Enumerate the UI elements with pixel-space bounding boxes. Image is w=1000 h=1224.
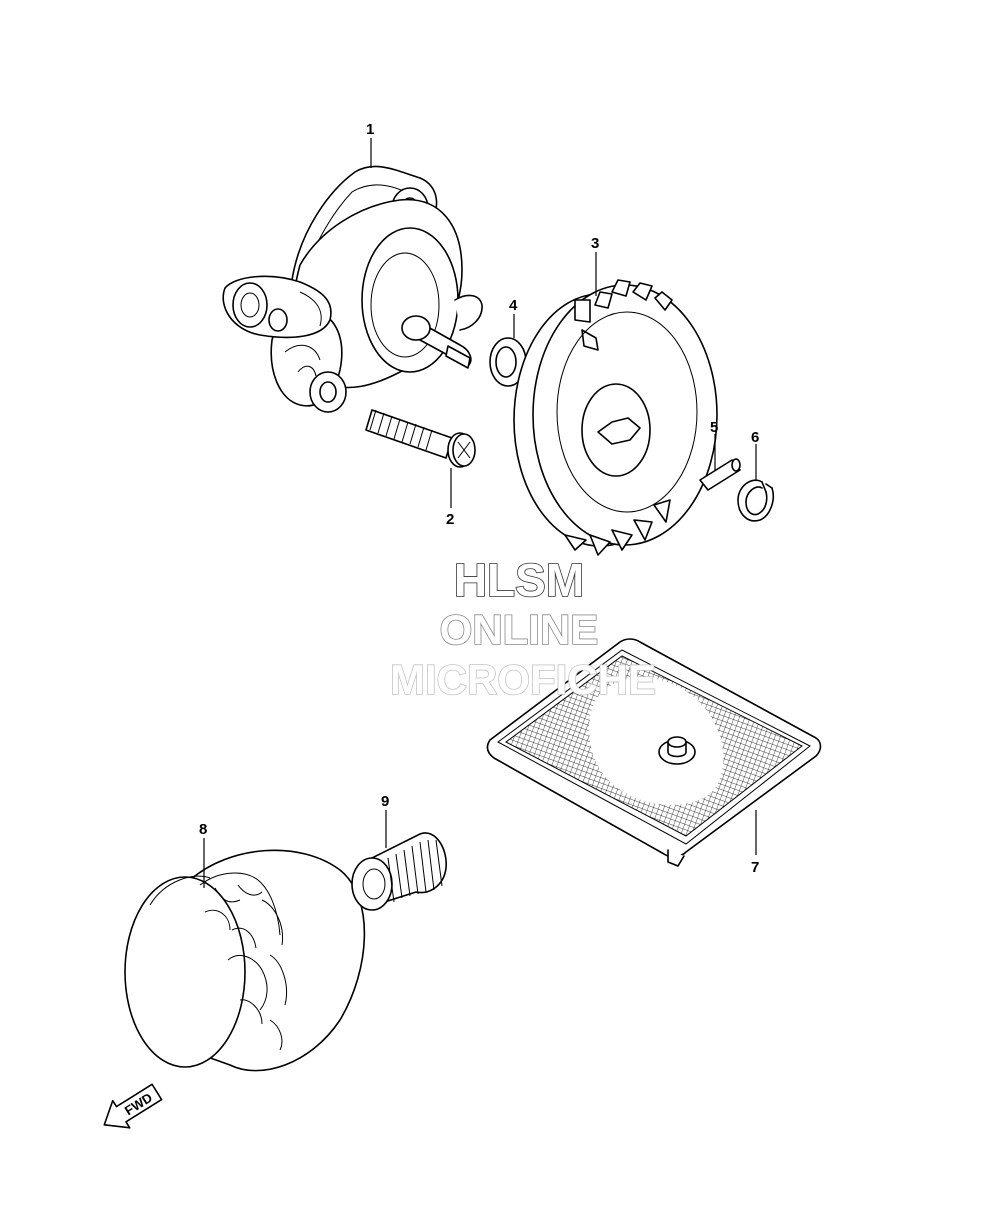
pump-gear (513, 279, 718, 556)
callout-3: 3 (591, 235, 599, 252)
watermark-line-1: HLSM (454, 554, 584, 606)
callout-2: 2 (446, 511, 454, 528)
callout-6: 6 (751, 429, 759, 446)
callout-8: 8 (199, 821, 207, 838)
oil-filter (124, 849, 366, 1072)
washer (489, 337, 527, 387)
watermark-line-2: ONLINE (440, 606, 599, 653)
oil-pump-body (222, 165, 483, 413)
union-bolt (351, 832, 447, 911)
pin (699, 458, 741, 491)
callout-5: 5 (710, 419, 718, 436)
watermark-line-3: MICROFICHE (390, 656, 656, 703)
leader-lines (203, 138, 757, 888)
callout-9: 9 (381, 793, 389, 810)
fwd-arrow-icon: FWD (103, 1083, 163, 1129)
callout-1: 1 (366, 121, 374, 138)
circlip (737, 479, 775, 522)
callout-7: 7 (751, 859, 759, 876)
oil-strainer (486, 638, 822, 867)
callout-4: 4 (509, 297, 518, 314)
screw (365, 409, 476, 468)
